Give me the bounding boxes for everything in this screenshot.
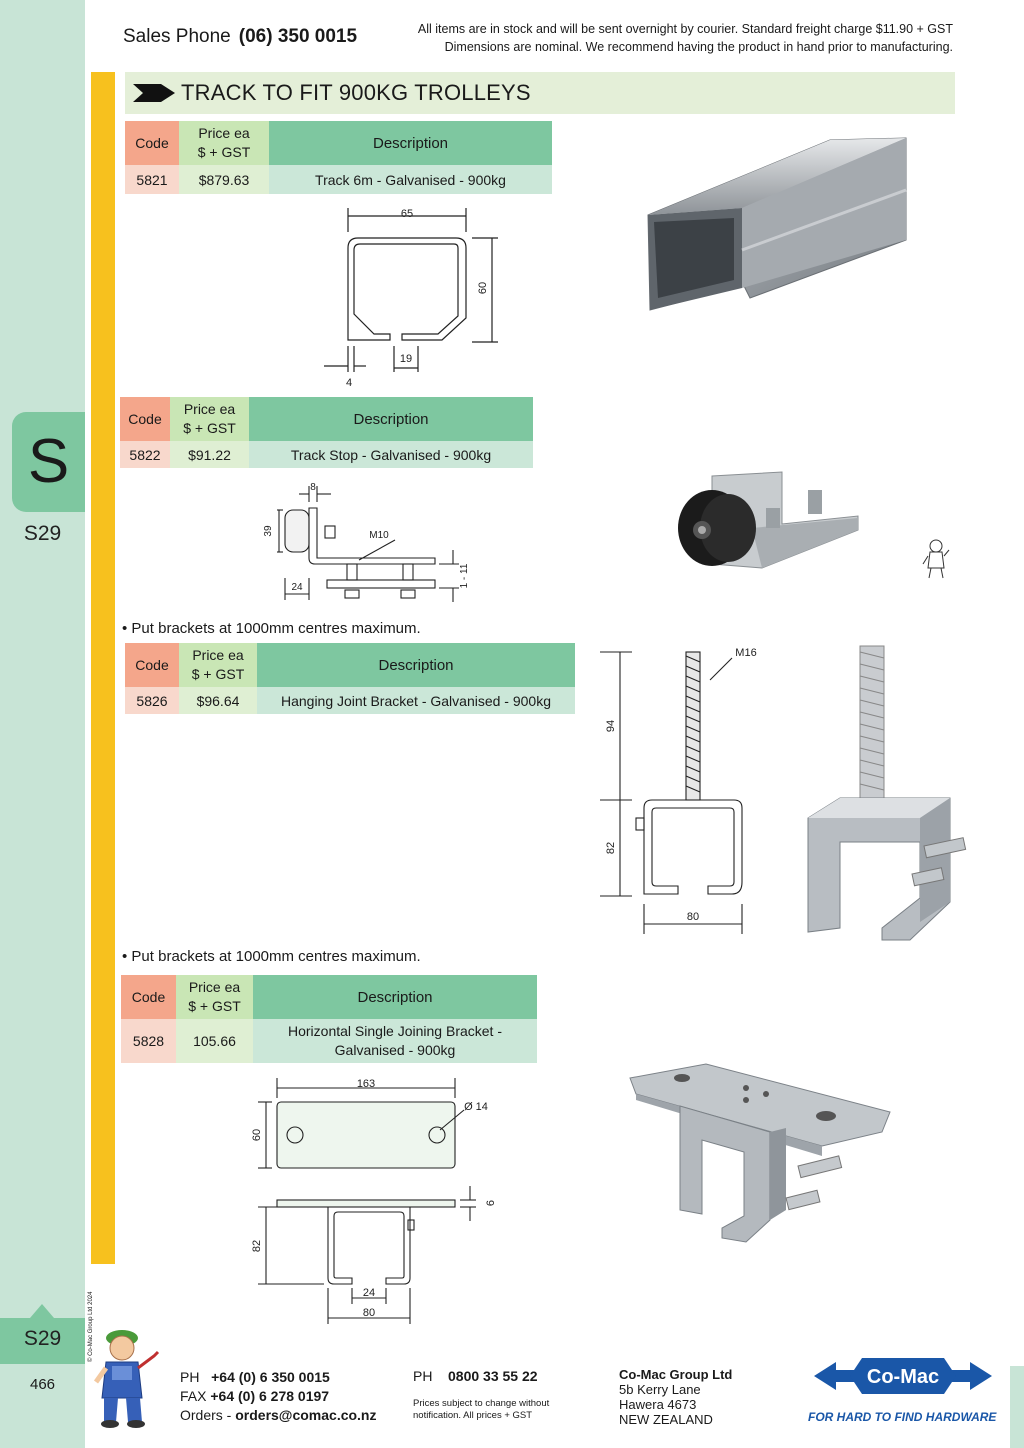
product-price: $91.22 (170, 441, 249, 468)
notice-line-2: Dimensions are nominal. We recommend hav… (444, 40, 953, 54)
stop-base-label: 24 (291, 582, 303, 593)
mascot-icon (93, 1330, 160, 1428)
product-price: $96.64 (179, 687, 257, 714)
product-code[interactable]: 5828 (121, 1019, 176, 1063)
bottom-tab[interactable] (0, 1318, 85, 1364)
fax-number[interactable]: +64 (0) 6 278 0197 (210, 1388, 330, 1404)
logo-text: Co-Mac (867, 1366, 939, 1388)
hanging-bolt-label: M16 (735, 647, 756, 659)
phone-number[interactable]: +64 (0) 6 350 0015 (211, 1369, 330, 1385)
section-code: S29 (23, 522, 62, 545)
code-header: Code (125, 643, 179, 687)
stop-top-label: 8 (310, 482, 316, 493)
track-height-label: 60 (477, 282, 489, 294)
freephone: PH 0800 33 55 22 (413, 1368, 538, 1384)
horizontal-height-label: 82 (251, 1240, 263, 1252)
product-table-5822: Code Price ea$ + GST Description 5822 $9… (120, 397, 533, 468)
sales-number[interactable]: (06) 350 0015 (238, 26, 358, 47)
freephone-label: PH (413, 1368, 433, 1384)
arrow-icon (133, 84, 175, 102)
page-number: 466 (29, 1376, 56, 1393)
hanging-height-label: 82 (605, 842, 617, 854)
horizontal-plate-thickness-label: 6 (485, 1200, 497, 1206)
price-header: Price ea$ + GST (170, 397, 249, 441)
orders-email[interactable]: orders@comac.co.nz (235, 1407, 377, 1423)
track-width-label: 65 (401, 208, 413, 220)
price-header: Price ea$ + GST (179, 121, 269, 165)
section-tab[interactable]: S (12, 412, 85, 512)
horizontal-length-label: 163 (357, 1078, 375, 1090)
horizontal-bracket-dimension-drawing: 163 Ø 14 60 6 82 24 80 (251, 1078, 497, 1324)
yellow-accent-bar (91, 72, 115, 1264)
product-description: Track 6m - Galvanised - 900kg (269, 165, 552, 194)
horizontal-opening-label: 24 (363, 1287, 375, 1299)
product-description: Track Stop - Galvanised - 900kg (249, 441, 533, 468)
company-name: Co-Mac Group Ltd (619, 1367, 733, 1382)
product-price: $879.63 (179, 165, 269, 194)
hanging-bracket-product-image (807, 645, 967, 941)
description-header: Description (253, 975, 537, 1019)
mascot-small-icon (922, 539, 950, 579)
hanging-width-label: 80 (687, 911, 699, 923)
hanging-bracket-dimension-drawing: M16 94 82 80 (600, 647, 757, 934)
notice-line-1: All items are in stock and will be sent … (417, 22, 953, 36)
product-description: Horizontal Single Joining Bracket -Galva… (253, 1019, 537, 1063)
product-code[interactable]: 5821 (125, 165, 179, 194)
horizontal-hole-label: Ø 14 (464, 1101, 488, 1113)
code-header: Code (121, 975, 176, 1019)
company-address: Co-Mac Group Ltd 5b Kerry Lane Hawera 46… (619, 1367, 733, 1427)
fax-label: FAX (180, 1388, 207, 1404)
phone-label: PH (180, 1369, 200, 1385)
price-header: Price ea$ + GST (176, 975, 253, 1019)
track-product-image (647, 137, 907, 311)
product-table-5821: Code Price ea$ + GST Description 5821 $8… (125, 121, 552, 194)
description-header: Description (269, 121, 552, 165)
track-opening-label: 19 (400, 353, 412, 365)
title-bar: TRACK TO FIT 900KG TROLLEYS (125, 72, 955, 114)
description-header: Description (257, 643, 575, 687)
stop-height-label: 39 (263, 525, 274, 537)
tagline: FOR HARD TO FIND HARDWARE (808, 1410, 997, 1424)
product-table-5826: Code Price ea$ + GST Description 5826 $9… (125, 643, 575, 714)
description-header: Description (249, 397, 533, 441)
horizontal-plate-height-label: 60 (251, 1129, 263, 1141)
product-code[interactable]: 5822 (120, 441, 170, 468)
horizontal-width-label: 80 (363, 1307, 375, 1319)
bracket-note-2: • Put brackets at 1000mm centres maximum… (122, 948, 421, 965)
code-header: Code (120, 397, 170, 441)
section-tab-letter: S (27, 427, 70, 496)
product-description: Hanging Joint Bracket - Galvanised - 900… (257, 687, 575, 714)
freephone-number[interactable]: 0800 33 55 22 (448, 1368, 538, 1384)
stop-bolt-label: M10 (369, 530, 389, 541)
comac-logo[interactable]: Co-Mac (810, 1340, 996, 1412)
shipping-notice: All items are in stock and will be sent … (370, 20, 953, 56)
product-table-5828: Code Price ea$ + GST Description 5828 10… (121, 975, 537, 1063)
code-header: Code (125, 121, 179, 165)
page-title: TRACK TO FIT 900KG TROLLEYS (181, 80, 531, 105)
bracket-note-1: • Put brackets at 1000mm centres maximum… (122, 620, 421, 637)
left-rail (0, 0, 85, 1448)
contact-details: PH +64 (0) 6 350 0015 FAX +64 (0) 6 278 … (180, 1368, 377, 1425)
price-header: Price ea$ + GST (179, 643, 257, 687)
horizontal-bracket-product-image (629, 1063, 891, 1243)
sales-phone: Sales Phone (06) 350 0015 (123, 26, 357, 48)
product-price: 105.66 (176, 1019, 253, 1063)
sales-label: Sales Phone (123, 26, 231, 47)
track-dimension-drawing: 65 60 19 4 (324, 208, 498, 389)
track-stop-product-image (678, 471, 859, 569)
product-code[interactable]: 5826 (125, 687, 179, 714)
hanging-rod-label: 94 (605, 720, 617, 732)
stop-gap-label: 1 - 11 (459, 563, 470, 588)
bottom-tab-pointer (30, 1304, 54, 1318)
track-thickness-label: 4 (346, 377, 352, 389)
bottom-section-code: S29 (23, 1327, 62, 1350)
stop-dimension-drawing: 8 39 M10 24 1 - 11 (263, 482, 470, 602)
price-disclaimer: Prices subject to change without notific… (413, 1398, 550, 1421)
orders-label: Orders - (180, 1407, 232, 1423)
